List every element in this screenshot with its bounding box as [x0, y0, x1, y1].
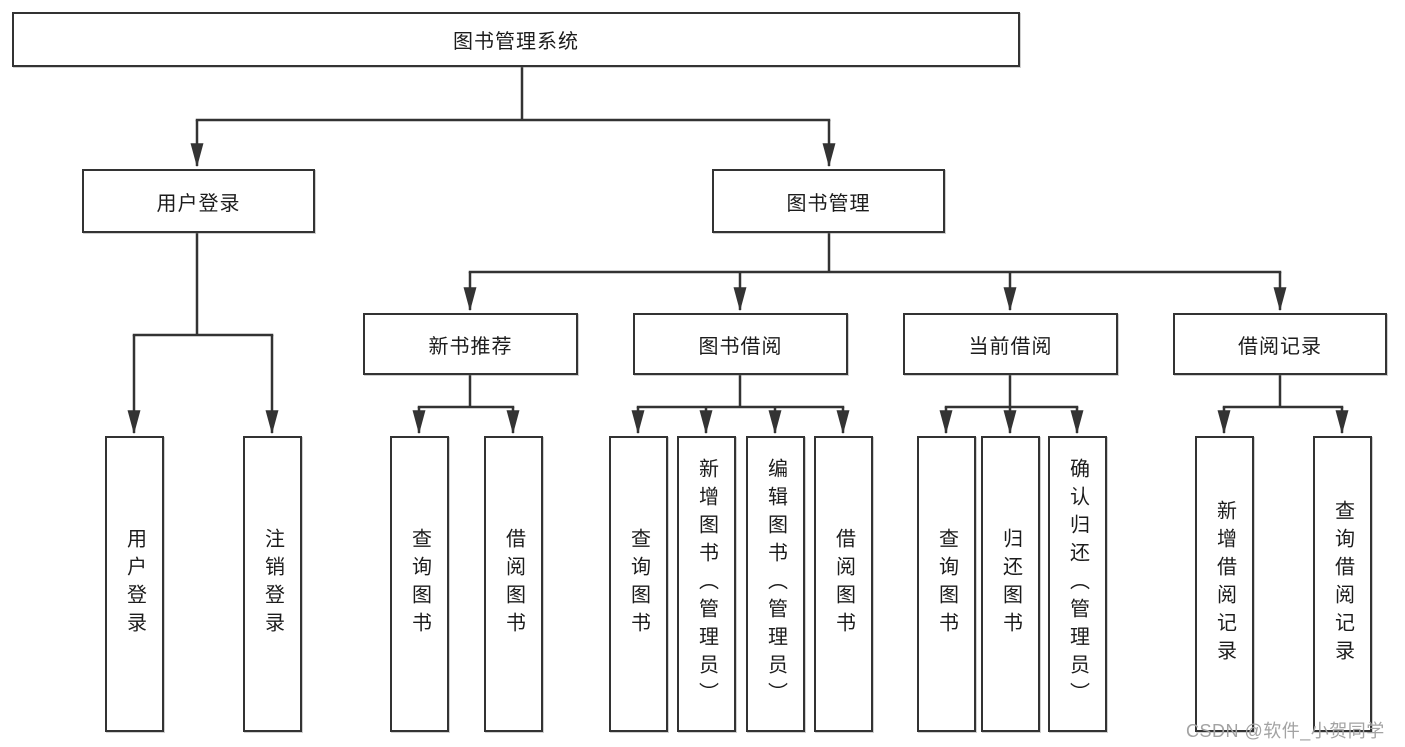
node-library-system: 图书管理系统: [12, 12, 1020, 67]
node-label: 图书管理系统: [453, 31, 579, 53]
node-label: 用户登录: [156, 192, 241, 215]
node-label: 查询图书: [935, 528, 958, 640]
node-label: 编辑图书（管理员）: [764, 458, 787, 710]
connector-arrows: [127, 120, 1349, 435]
node-label: 新书推荐: [428, 335, 513, 358]
node-label: 查询图书: [627, 528, 650, 640]
node-current-borrow: 当前借阅: [903, 313, 1118, 375]
leaf-borrow-books: 借阅图书: [814, 436, 873, 732]
leaf-user-login: 用户登录: [105, 436, 164, 732]
node-label: 用户登录: [123, 528, 146, 640]
node-label: 借阅记录: [1238, 335, 1322, 358]
leaf-query-books-borrow: 查询图书: [609, 436, 668, 732]
csdn-watermark: CSDN @软件_小贺同学: [1186, 721, 1385, 741]
node-label: 借阅图书: [502, 528, 525, 640]
node-label: 借阅图书: [832, 528, 855, 640]
node-borrow-records: 借阅记录: [1173, 313, 1387, 375]
leaf-add-borrow-record: 新增借阅记录: [1195, 436, 1254, 732]
leaf-add-books-admin: 新增图书（管理员）: [677, 436, 736, 732]
leaf-query-borrow-record: 查询借阅记录: [1313, 436, 1372, 732]
node-new-book-recommend: 新书推荐: [363, 313, 578, 375]
leaf-logout-login: 注销登录: [243, 436, 302, 732]
node-label: 图书借阅: [698, 335, 783, 358]
node-book-management: 图书管理: [712, 169, 945, 233]
leaf-edit-books-admin: 编辑图书（管理员）: [746, 436, 805, 732]
node-label: 注销登录: [261, 528, 284, 640]
leaf-query-books-recommend: 查询图书: [390, 436, 449, 732]
node-label: 查询图书: [408, 528, 431, 640]
node-label: 新增图书（管理员）: [695, 458, 718, 710]
node-label: 归还图书: [999, 528, 1022, 640]
leaf-confirm-return-admin: 确认归还（管理员）: [1048, 436, 1107, 732]
node-label: 查询借阅记录: [1331, 500, 1354, 668]
leaf-query-books-current: 查询图书: [917, 436, 976, 732]
leaf-borrow-books-recommend: 借阅图书: [484, 436, 543, 732]
node-label: 新增借阅记录: [1213, 500, 1236, 668]
node-label: 确认归还（管理员）: [1066, 458, 1089, 710]
node-book-borrow: 图书借阅: [633, 313, 848, 375]
leaf-return-books: 归还图书: [981, 436, 1040, 732]
node-user-login: 用户登录: [82, 169, 315, 233]
connector-trunks: [132, 67, 1344, 409]
node-label: 图书管理: [786, 192, 871, 215]
node-label: 当前借阅: [968, 335, 1053, 358]
